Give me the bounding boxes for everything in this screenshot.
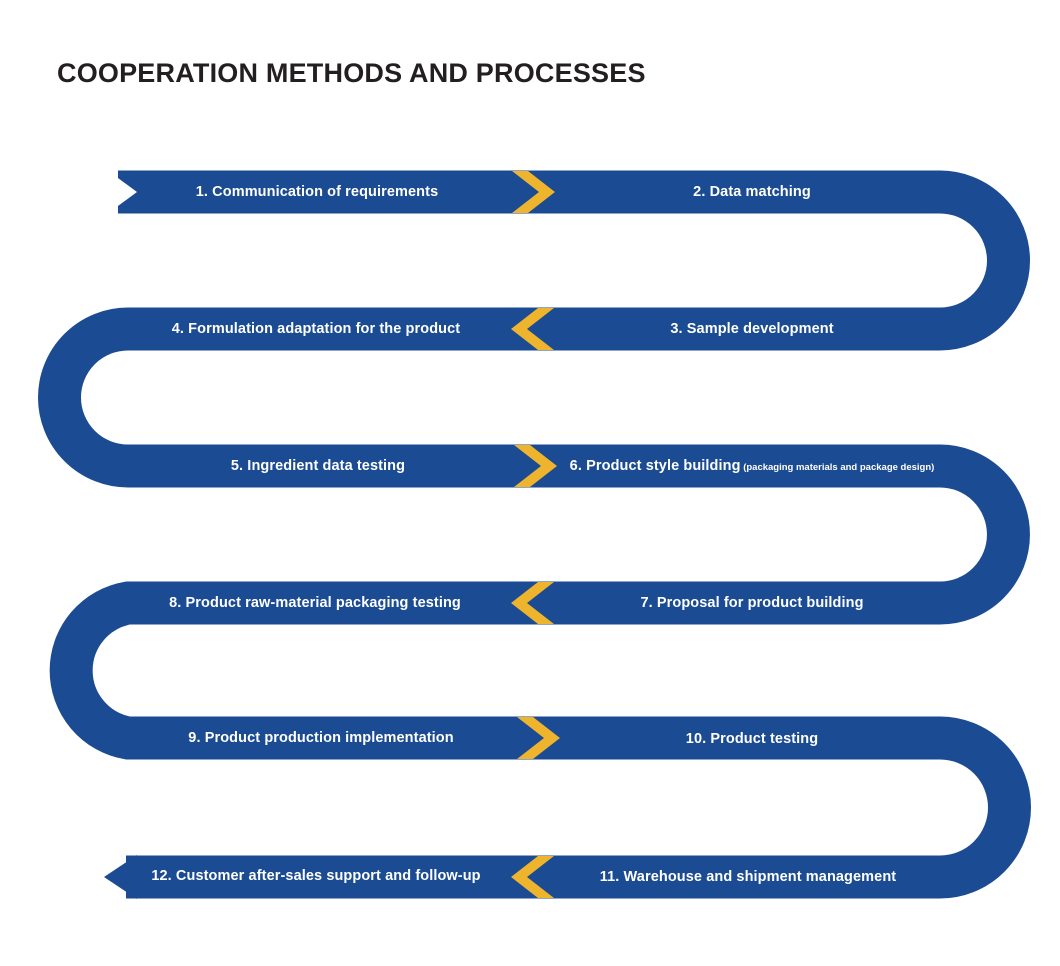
step-label-9: 9. Product production implementation — [188, 729, 454, 746]
chevron-row-3-icon — [514, 445, 557, 487]
chevron-row-6-icon — [511, 856, 554, 898]
start-edge-mask — [96, 168, 108, 216]
chevron-row-2-icon — [511, 308, 554, 350]
step-label-8: 8. Product raw-material packaging testin… — [169, 594, 461, 611]
step-label-11: 11. Warehouse and shipment management — [599, 868, 897, 885]
chevron-row-5-icon — [517, 717, 560, 759]
chevron-row-4-icon — [511, 582, 554, 624]
step-6-note: (packaging materials and package design) — [740, 461, 935, 473]
snake-band-group — [38, 168, 1031, 899]
step-label-3: 3. Sample development — [670, 320, 834, 337]
start-notch — [107, 170, 137, 214]
snake-band-path — [38, 170, 1031, 899]
chevron-row-1-icon — [512, 171, 555, 213]
step-label-2: 2. Data matching — [693, 183, 811, 200]
end-arrowhead — [104, 855, 137, 899]
step-label-4: 4. Formulation adaptation for the produc… — [171, 320, 461, 337]
step-label-5: 5. Ingredient data testing — [230, 457, 406, 474]
chevron-group — [511, 171, 560, 898]
page-title: COOPERATION METHODS AND PROCESSES — [57, 58, 646, 88]
step-label-12: 12. Customer after-sales support and fol… — [151, 867, 481, 884]
step-label-7: 7. Proposal for product building — [640, 594, 864, 611]
step-label-10: 10. Product testing — [685, 730, 819, 747]
step-label-1: 1. Communication of requirements — [195, 183, 439, 200]
step-label-6: 6. Product style building (packaging mat… — [569, 457, 935, 474]
